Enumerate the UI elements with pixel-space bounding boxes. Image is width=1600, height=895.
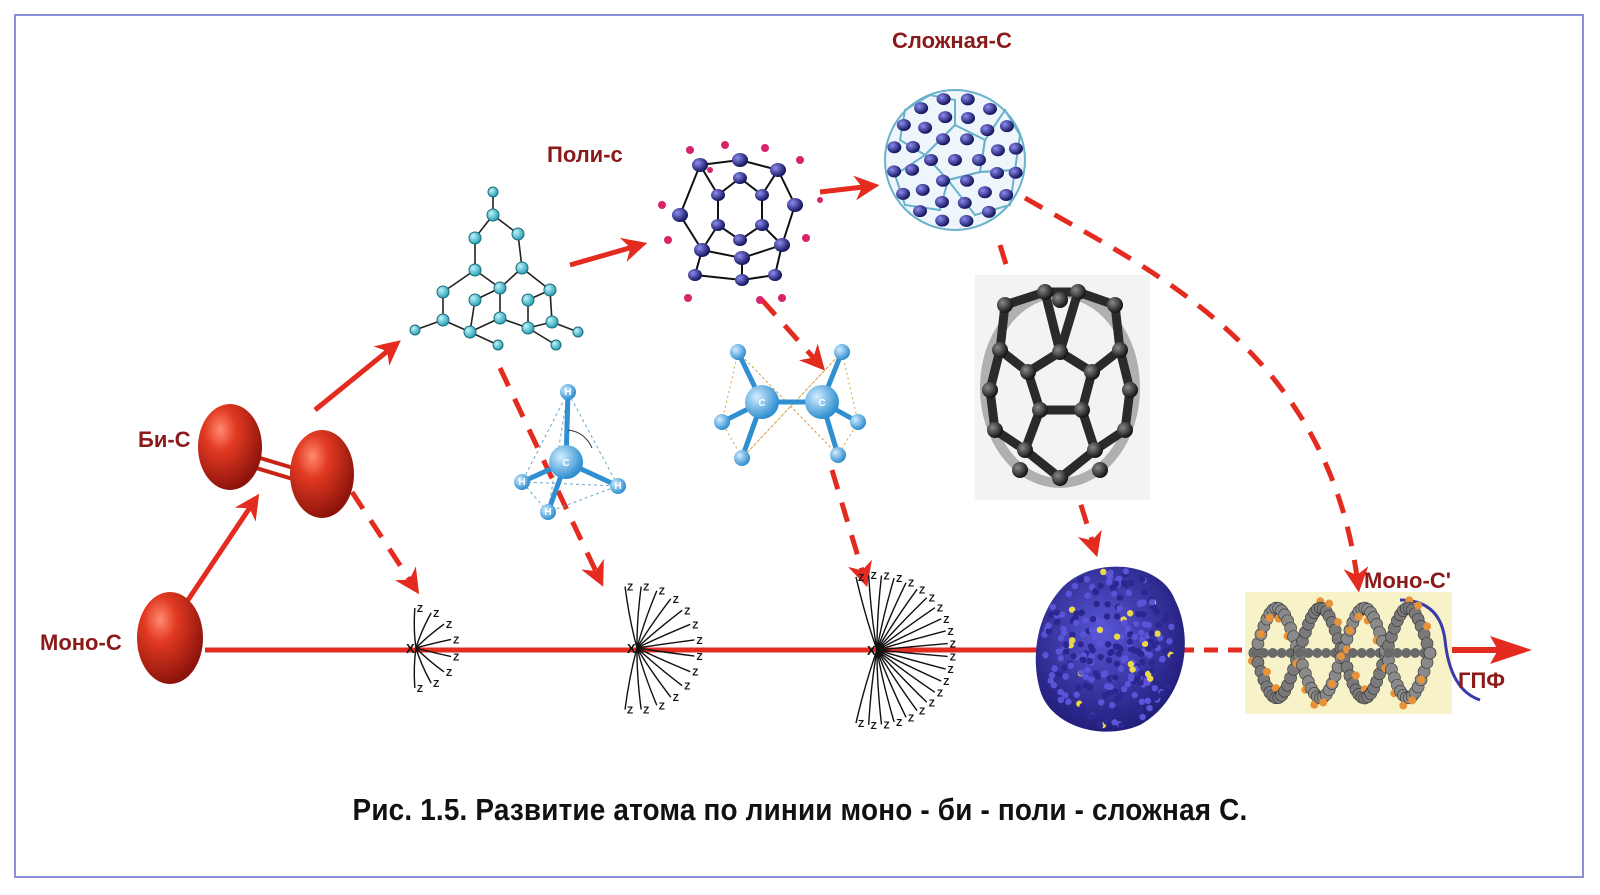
dendrimer-leaf-letter: Z: [673, 693, 679, 704]
mono-c-prime-label: Моно-С': [1364, 568, 1451, 593]
dendrimer-root-letter: X: [627, 641, 636, 656]
diamond-lattice: [409, 186, 584, 351]
dendrimer-leaf-letter: Z: [871, 721, 877, 732]
dendrimer-root-letter: X: [867, 643, 876, 658]
dendrimer-leaf-letter: Z: [937, 688, 943, 699]
dendrimer-leaf-letter: Z: [948, 665, 954, 676]
dendrimer-leaf-letter: Z: [858, 719, 864, 730]
methane-tetrahedron: C H H H H: [514, 384, 626, 520]
dendrimer-leaf-letter: Z: [884, 571, 890, 582]
dendrimer-leaf-letter: Z: [884, 721, 890, 732]
dendrimer-leaf-letter: Z: [908, 713, 914, 724]
dna-helix: [1245, 592, 1481, 714]
dendrimer-leaf-letter: Z: [433, 679, 439, 690]
dashed-arrows: [349, 195, 1369, 595]
dendrimer-leaf-letter: Z: [948, 627, 954, 638]
figure-caption: Рис. 1.5. Развитие атома по линии моно -…: [352, 792, 1248, 827]
dendrimer-leaf-letter: Z: [673, 595, 679, 606]
dendrimer-leaf-letter: Z: [937, 604, 943, 615]
gpf-label: ГПФ: [1458, 668, 1506, 693]
dendrimer-leaf-letter: Z: [871, 571, 877, 582]
dendrimer-leaf-letter: Z: [446, 668, 452, 679]
dendrimer-leaf-letter: Z: [627, 705, 633, 716]
dendrimer-leaf-letter: Z: [692, 668, 698, 679]
hydrogen-letter: H: [544, 507, 551, 518]
poli-c-label: Поли-с: [547, 142, 623, 167]
dendrimer-leaf-letter: Z: [684, 682, 690, 693]
bi-atom-dumbbell: [198, 404, 354, 518]
dendrimer-leaf-letter: Z: [943, 615, 949, 626]
dendrimer-leaf-letter: Z: [684, 606, 690, 617]
dendrimer-leaf-letter: Z: [417, 684, 423, 695]
hydrogen-letter: H: [564, 387, 571, 398]
dendrimer-leaf-letter: Z: [643, 705, 649, 716]
ethane-model: C C: [714, 344, 866, 466]
dendrimer-leaf-letter: Z: [943, 677, 949, 688]
dendrimer-leaf-letter: Z: [908, 579, 914, 590]
dendrimer-root-letter: X: [406, 641, 415, 656]
hydrogen-letter: H: [614, 481, 621, 492]
hydrogen-letter: H: [518, 477, 525, 488]
fullerene-black: [975, 275, 1150, 500]
dendrimer-leaf-letter: Z: [659, 701, 665, 712]
ethane-carbon-letter: C: [758, 398, 765, 409]
dendrimer-leaf-letter: Z: [950, 640, 956, 651]
methane-carbon-letter: C: [562, 458, 569, 469]
dendrimer-leaf-letter: Z: [950, 652, 956, 663]
dendrimer-leaf-letter: Z: [417, 604, 423, 615]
solid-arrows: [185, 175, 880, 602]
dendrimer-leaf-letter: Z: [453, 635, 459, 646]
mono-atom-sphere: [137, 592, 203, 684]
dendrimer-leaf-letter: Z: [433, 609, 439, 620]
dendrimer-leaf-letter: Z: [659, 587, 665, 598]
dendrimer-leaf-letter: Z: [858, 573, 864, 584]
arrow-icon: [1490, 636, 1532, 664]
fullerene-blue: [884, 89, 1026, 231]
mono-c-label: Моно-С: [40, 630, 122, 655]
dendrimer-leaf-letter: Z: [627, 583, 633, 594]
dendrimer-leaf-letter: Z: [896, 718, 902, 729]
dendrimer-leaf-letter: Z: [692, 620, 698, 631]
ethane-carbon-letter: C: [818, 398, 825, 409]
bi-c-label: Би-С: [138, 427, 191, 452]
polycyclic-ring: [658, 141, 823, 304]
dendrimer-leaf-letter: Z: [919, 707, 925, 718]
dendrimer-leaf-letter: Z: [643, 583, 649, 594]
dendrimer-leaf-letter: Z: [929, 594, 935, 605]
dendrimer-leaf-letter: Z: [696, 652, 702, 663]
slozhnaya-c-label: Сложная-С: [892, 28, 1012, 53]
dendrimer-leaf-letter: Z: [453, 653, 459, 664]
dendrimer-leaf-letter: Z: [929, 698, 935, 709]
dendrimer-leaf-letter: Z: [896, 574, 902, 585]
dendrimer-leaf-letter: Z: [696, 636, 702, 647]
protein-globule: [1035, 566, 1185, 732]
dendrimer-leaf-letter: Z: [446, 620, 452, 631]
dendrimer-leaf-letter: Z: [919, 585, 925, 596]
